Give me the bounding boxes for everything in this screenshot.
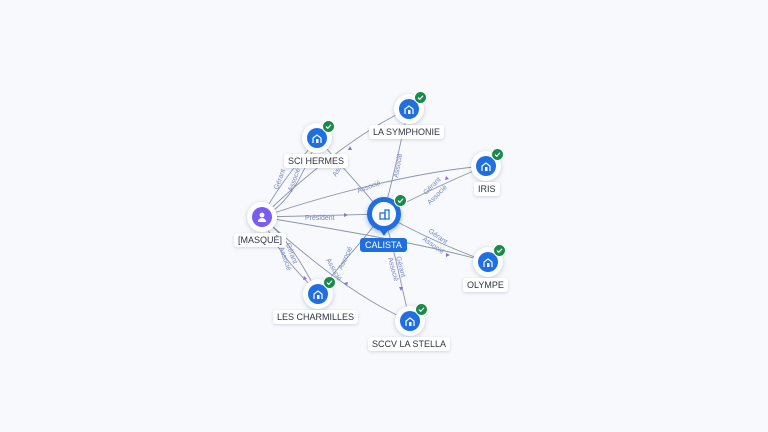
building-icon [478, 252, 498, 272]
company-label-iris: IRIS [474, 182, 500, 196]
edge-person-sccv [261, 216, 411, 322]
pin-tip [379, 229, 389, 236]
arrow-charmilles [303, 276, 307, 280]
edge-label-president: Président [305, 215, 335, 222]
verified-icon [414, 91, 427, 104]
center-company-node[interactable] [367, 194, 407, 236]
person-icon [252, 207, 272, 227]
arrow-hermes [348, 146, 352, 150]
company-node-sci-hermes[interactable] [302, 120, 335, 153]
building-icon [476, 156, 496, 176]
arrow-president [344, 213, 348, 217]
person-label: [MASQUÉ] [234, 233, 287, 247]
arrow-stella [399, 287, 403, 291]
verified-icon [491, 148, 504, 161]
edge-label-associe-charmilles-calista: Associé [337, 246, 354, 271]
edge-person-iris [261, 165, 487, 218]
verified-icon [323, 276, 336, 289]
center-company-label: CALISTA [360, 238, 407, 252]
edge-person-calista [261, 213, 384, 218]
arrow-charmilles-2 [344, 282, 348, 286]
company-node-la-symphonie[interactable] [394, 91, 427, 124]
company-node-sccv-la-stella[interactable] [395, 303, 428, 336]
edge-label-associe-hermes: Associé [287, 167, 302, 193]
building-icon [308, 284, 328, 304]
verified-icon [322, 120, 335, 133]
building-icon [400, 311, 420, 331]
company-node-olympe[interactable] [473, 244, 506, 277]
verified-icon [415, 303, 428, 316]
company-label-sci-hermes: SCI HERMES [284, 154, 349, 168]
verified-icon [394, 194, 407, 207]
company-node-les-charmilles[interactable] [303, 276, 336, 309]
company-node-iris[interactable] [471, 148, 504, 181]
arrow-iris [445, 176, 449, 180]
edge-label-associe-calista-person: Associé [356, 180, 382, 195]
building-icon [372, 202, 396, 226]
arrow-olympe [446, 253, 450, 257]
verified-icon [493, 244, 506, 257]
company-label-la-symphonie: LA SYMPHONIE [369, 125, 445, 139]
building-icon [307, 128, 327, 148]
company-label-sccv-la-stella: SCCV LA STELLA [368, 337, 451, 351]
building-icon [399, 99, 419, 119]
company-label-olympe: OLYMPE [463, 278, 508, 292]
edge-label-associe-symphonie: Associé [393, 153, 404, 178]
company-label-les-charmilles: LES CHARMILLES [273, 310, 359, 324]
person-node[interactable] [247, 202, 277, 232]
